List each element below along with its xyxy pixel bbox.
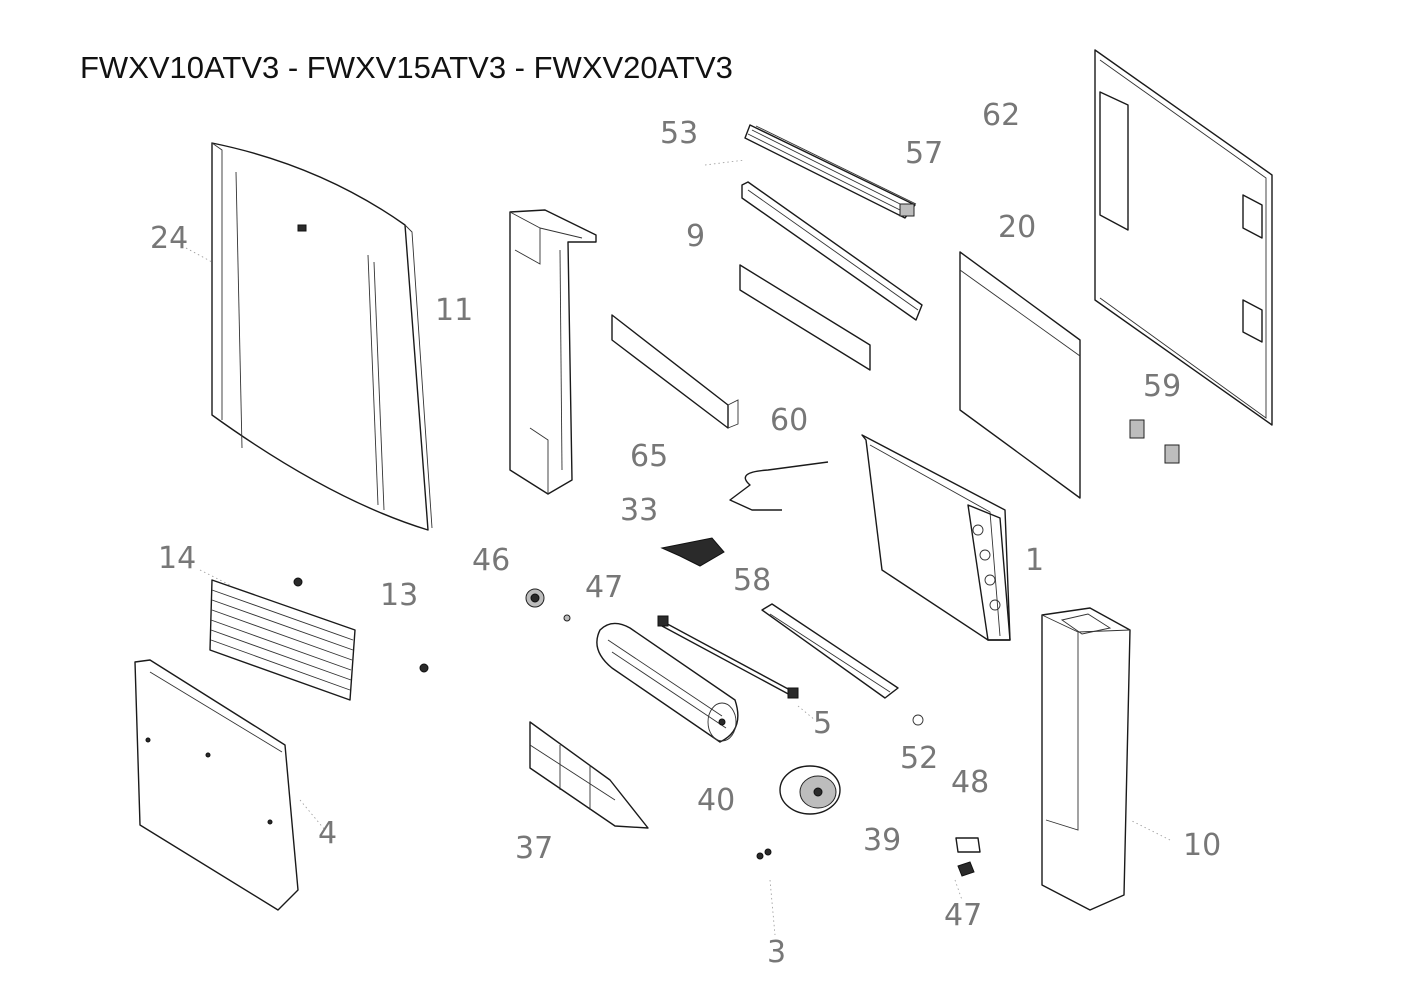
diagram-title: FWXV10ATV3 - FWXV15ATV3 - FWXV20ATV3 <box>80 50 733 85</box>
label-58: 58 <box>733 563 771 598</box>
label-44: 46 <box>472 543 510 578</box>
label-20: 20 <box>998 210 1036 245</box>
label-62: 62 <box>982 98 1020 133</box>
label-59: 59 <box>1143 369 1181 404</box>
label-40: 40 <box>697 783 735 818</box>
label-4: 4 <box>318 816 337 851</box>
part-10-right-side-panel[interactable] <box>1041 607 1131 911</box>
label-24: 24 <box>150 221 188 256</box>
part-37-fan-frame[interactable] <box>529 721 649 829</box>
label-14: 14 <box>158 541 196 576</box>
label-3: 3 <box>767 935 786 970</box>
part-48-clip[interactable] <box>955 837 981 877</box>
label-1: 1 <box>1025 543 1044 578</box>
label-5: 5 <box>813 706 832 741</box>
part-62-back-panel[interactable] <box>1094 49 1273 426</box>
part-1-coil[interactable] <box>861 434 1011 641</box>
label-53: 53 <box>660 116 698 151</box>
part-14-grille[interactable] <box>209 577 429 701</box>
part-39-motor[interactable] <box>779 714 924 815</box>
part-57-grille-rails[interactable] <box>744 124 917 219</box>
label-60: 60 <box>770 403 808 438</box>
label-52: 52 <box>900 741 938 776</box>
leader-lines <box>185 159 1171 936</box>
part-5-harness[interactable] <box>657 615 799 699</box>
part-20-plate[interactable] <box>959 251 1081 499</box>
part-fan-drum[interactable] <box>596 622 739 743</box>
label-9: 9 <box>686 219 705 254</box>
label-65: 65 <box>630 439 668 474</box>
label-10: 10 <box>1183 828 1221 863</box>
label-33: 33 <box>620 493 658 528</box>
part-24-front-panel[interactable] <box>211 142 433 531</box>
part-65-strip[interactable] <box>611 314 739 429</box>
part-4-cover[interactable] <box>134 659 299 911</box>
part-11-left-side-panel[interactable] <box>509 209 597 495</box>
part-drain-tray[interactable] <box>761 603 899 699</box>
part-59-clips[interactable] <box>1129 419 1180 464</box>
label-37: 37 <box>515 831 553 866</box>
part-9-bar[interactable] <box>739 264 871 371</box>
label-48: 48 <box>951 765 989 800</box>
label-47: 47 <box>944 898 982 933</box>
label-39: 39 <box>863 823 901 858</box>
label-13: 13 <box>380 578 418 613</box>
label-46: 47 <box>585 570 623 605</box>
part-44-bearing[interactable] <box>525 588 571 622</box>
part-3-screws[interactable] <box>756 848 772 860</box>
part-9-channel[interactable] <box>741 181 923 321</box>
label-57: 57 <box>905 136 943 171</box>
callout-labels: 24 11 53 57 62 9 20 59 60 65 33 1 14 13 … <box>150 98 1221 970</box>
part-58-bracket[interactable] <box>660 537 725 567</box>
label-11: 11 <box>435 293 473 328</box>
part-60-sensor-wire[interactable] <box>729 461 829 511</box>
